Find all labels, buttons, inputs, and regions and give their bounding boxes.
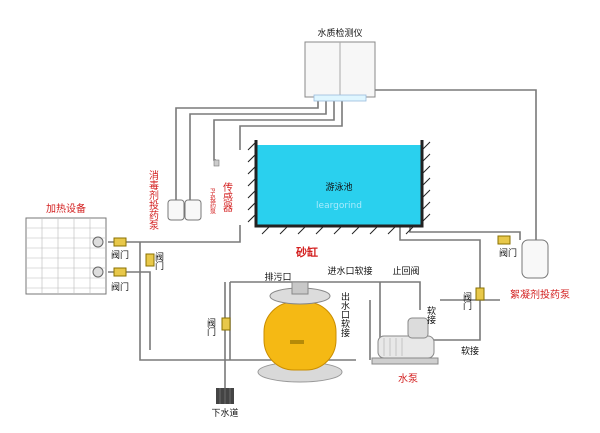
pool-wall	[254, 140, 424, 228]
soft-joint-label-2: 软接	[461, 345, 479, 357]
valve-label-1: 阀门	[111, 249, 129, 261]
swimming-pool: 游泳池 leargorind	[247, 140, 431, 235]
pipe-tester-to-pool	[239, 100, 343, 150]
ph-pump-label: PH投药泵	[209, 188, 216, 214]
water-pump-label: 水泵	[398, 373, 418, 385]
pool-brand-watermark: leargorind	[316, 201, 362, 211]
heater-grid	[26, 218, 106, 294]
disinfectant-tank	[167, 199, 185, 221]
disinfectant-pump: 消毒剂投药泵	[147, 169, 185, 230]
pump-motor	[377, 335, 435, 359]
water-quality-tester-label: 水质检测仪	[317, 27, 362, 39]
pool-hatching	[247, 141, 431, 235]
valve-label-5: 阀门	[461, 292, 472, 311]
valve-pump-icon	[475, 287, 485, 301]
heater-port-lower	[92, 266, 104, 278]
flocculant-pump: 絮凝剂投药泵	[510, 239, 570, 301]
sewer: 下水道	[211, 388, 239, 419]
outlet-hose-label: 出水口软接	[339, 291, 350, 338]
heater-body	[25, 217, 107, 295]
valve-label-4: 阀门	[205, 318, 216, 337]
valve-drain-icon	[221, 317, 231, 331]
sand-filter: 砂缸	[257, 245, 343, 383]
ph-tank	[184, 199, 202, 221]
valves: 阀门 阀门 阀门 阀门 阀门 阀门	[111, 235, 517, 337]
sand-filter-badge	[290, 340, 304, 344]
tester-port-strip	[313, 94, 367, 102]
sand-filter-tank	[263, 301, 337, 371]
heating-equipment-label: 加热设备	[46, 202, 86, 215]
water-pump: 水泵	[371, 317, 439, 385]
sewer-grate-bars	[219, 388, 231, 404]
valve-label-2: 阀门	[111, 281, 129, 293]
sand-filter-valve	[291, 281, 309, 295]
pool-water	[256, 145, 422, 225]
sensor: 传感器	[213, 159, 233, 213]
sensor-body	[213, 159, 220, 167]
heater-port-upper	[92, 236, 104, 248]
pump-base	[371, 357, 439, 365]
ph-pump: PH投药泵	[184, 188, 216, 221]
disinfectant-pump-label: 消毒剂投药泵	[147, 169, 159, 230]
flocculant-tank	[521, 239, 549, 279]
sensor-label: 传感器	[221, 182, 233, 213]
pipe-pump-intake	[430, 305, 481, 341]
pipe-pool-to-flocculant	[409, 225, 521, 240]
sewer-label: 下水道	[211, 407, 238, 419]
pipe-tester-to-disinfectant	[175, 100, 319, 200]
valve-flocculant-icon	[497, 235, 511, 245]
pipe-heater-to-pool	[108, 225, 241, 243]
heating-equipment: 加热设备	[25, 202, 107, 295]
valve-label-6: 阀门	[499, 247, 517, 259]
flocculant-pump-label: 絮凝剂投药泵	[510, 288, 570, 301]
sand-filter-label: 砂缸	[296, 245, 318, 259]
pipe-pool-to-pump	[399, 225, 481, 305]
pump-head	[407, 317, 429, 339]
check-valve-label: 止回阀	[392, 265, 419, 277]
valve-heater-lower-icon	[113, 267, 127, 277]
pipe-tester-to-ph	[189, 100, 327, 200]
pipe-tester-to-flocculant	[372, 89, 537, 240]
pump-fins	[383, 338, 403, 356]
pool-label: 游泳池	[325, 181, 352, 193]
drain-outlet-label: 排污口	[264, 271, 291, 283]
valve-vertical-icon	[145, 253, 155, 267]
valve-label-3: 阀门	[153, 252, 164, 271]
inlet-hose-label: 进水口软接	[327, 265, 372, 277]
valve-heater-upper-icon	[113, 237, 127, 247]
soft-joint-label-1: 软接	[425, 305, 436, 325]
water-quality-tester: 水质检测仪	[304, 27, 376, 102]
